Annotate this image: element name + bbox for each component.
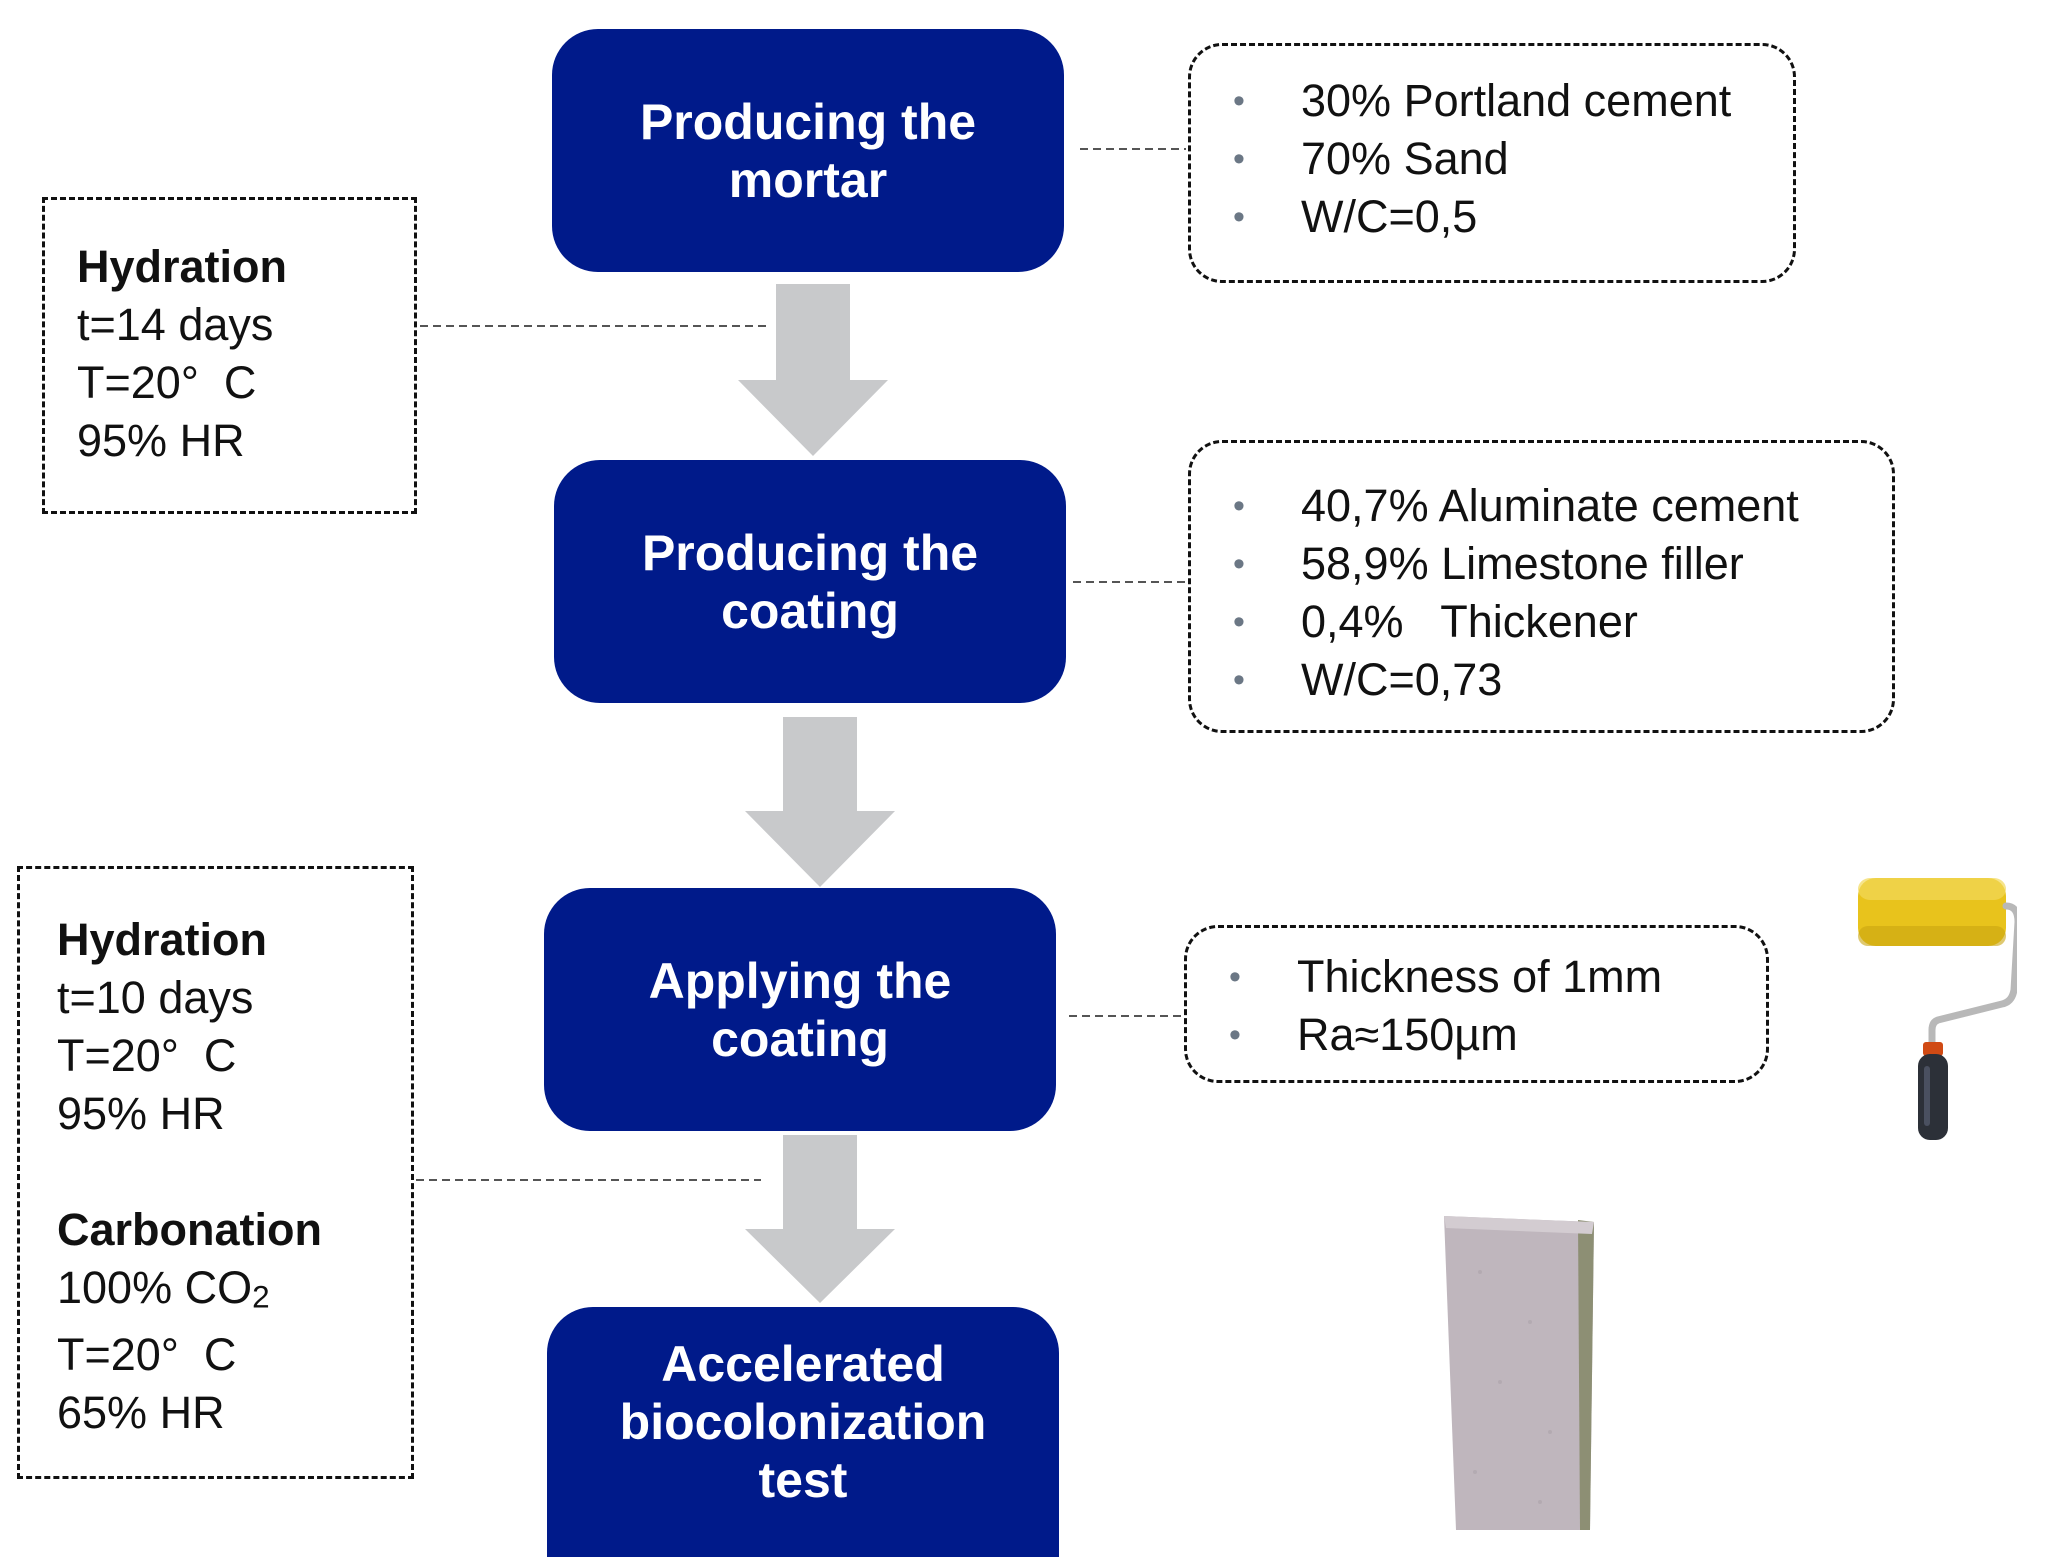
- down-arrow-icon: [738, 284, 888, 456]
- condition-humidity: 95% HR: [57, 1088, 225, 1139]
- coated-sample-slab: [1444, 1216, 1594, 1530]
- step-label: coating: [721, 582, 899, 639]
- mortar-ingredient: 30% Portland cement: [1191, 72, 1793, 130]
- step-label: Producing the: [641, 524, 979, 581]
- step-label: biocolonization: [619, 1394, 987, 1450]
- co2-label: 100% CO: [57, 1262, 253, 1313]
- condition-title: Hydration: [57, 914, 268, 965]
- step-biocolonization-test: Accelerated biocolonization test: [547, 1307, 1059, 1557]
- condition-humidity: 65% HR: [57, 1386, 225, 1438]
- coating-ingredient: W/C=0,73: [1191, 651, 1892, 709]
- step-label: Applying the: [648, 952, 952, 1009]
- down-arrow-icon: [745, 717, 895, 887]
- condition-temperature: T=20° C: [77, 357, 257, 408]
- down-arrow-icon: [745, 1135, 895, 1303]
- co2-subscript: 2: [252, 1278, 270, 1315]
- step-label: test: [758, 1452, 848, 1508]
- condition-time: t=10 days: [57, 972, 254, 1023]
- step-producing-mortar: Producing the mortar: [552, 29, 1064, 272]
- mortar-ingredient: W/C=0,5: [1191, 188, 1793, 246]
- condition-temperature: T=20° C: [57, 1328, 237, 1380]
- paint-roller-icon: [1858, 878, 2017, 1140]
- step-label: Producing the: [639, 93, 977, 150]
- mortar-composition-box: 30% Portland cement 70% Sand W/C=0,5: [1188, 43, 1796, 283]
- coating-ingredient: 0,4% Thickener: [1191, 593, 1892, 651]
- hydration-conditions-box: Hydration t=14 days T=20° C 95% HR: [42, 197, 417, 514]
- condition-title: Carbonation: [57, 1204, 322, 1255]
- condition-co2: 100% CO2: [57, 1259, 411, 1326]
- step-producing-coating: Producing the coating: [554, 460, 1066, 703]
- step-label: coating: [711, 1010, 889, 1067]
- condition-title: Hydration: [77, 241, 288, 292]
- application-parameter: Thickness of 1mm: [1187, 948, 1766, 1006]
- condition-time: t=14 days: [77, 299, 274, 350]
- application-parameters-box: Thickness of 1mm Ra≈150µm: [1184, 925, 1769, 1083]
- application-parameter: Ra≈150µm: [1187, 1006, 1766, 1064]
- condition-humidity: 95% HR: [77, 415, 245, 466]
- condition-temperature: T=20° C: [57, 1030, 237, 1081]
- step-label: mortar: [728, 151, 888, 208]
- hydration-carbonation-conditions-box: Hydration t=10 days T=20° C 95% HR Carbo…: [17, 866, 414, 1479]
- coating-ingredient: 40,7% Aluminate cement: [1191, 477, 1892, 535]
- coating-composition-box: 40,7% Aluminate cement 58,9% Limestone f…: [1188, 440, 1895, 733]
- mortar-ingredient: 70% Sand: [1191, 130, 1793, 188]
- step-label: Accelerated: [661, 1336, 945, 1392]
- coating-ingredient: 58,9% Limestone filler: [1191, 535, 1892, 593]
- step-applying-coating: Applying the coating: [544, 888, 1056, 1131]
